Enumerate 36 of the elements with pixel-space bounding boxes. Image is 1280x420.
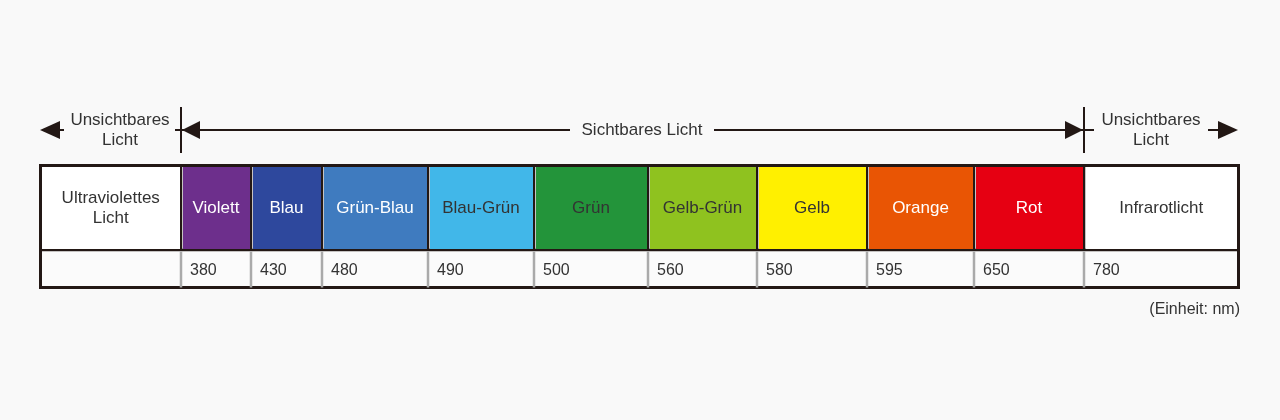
unit-note: (Einheit: nm)	[1148, 299, 1240, 319]
spectrum-band	[975, 167, 1083, 249]
band-label: Orange	[892, 198, 949, 218]
wavelength-value: 480	[331, 260, 359, 280]
wavelength-value: 780	[1093, 260, 1121, 280]
spectrum-band	[182, 167, 250, 249]
band-label: Violett	[192, 198, 240, 218]
band-label: Gelb-Grün	[662, 198, 743, 218]
spectrum-band	[758, 167, 866, 249]
range-label: Unsichtbares Licht	[1100, 110, 1202, 150]
spectrum-band	[323, 167, 427, 249]
spectrum-band	[535, 167, 647, 249]
band-label: Blau-Grün	[442, 198, 520, 218]
wavelength-value: 430	[260, 260, 288, 280]
range-label: Unsichtbares Licht	[69, 110, 171, 150]
wavelength-value: 560	[657, 260, 685, 280]
band-label: Rot	[1015, 198, 1043, 218]
spectrum-band	[252, 167, 321, 249]
band-label: Grün	[572, 198, 610, 218]
wavelength-value: 580	[766, 260, 794, 280]
band-label: Grün-Blau	[336, 198, 414, 218]
band-label: Blau	[269, 198, 304, 218]
wavelength-value: 595	[876, 260, 904, 280]
spectrum-band	[1085, 167, 1237, 249]
spectrum-band	[649, 167, 756, 249]
wavelength-value: 500	[543, 260, 571, 280]
range-label: Sichtbares Licht	[580, 120, 704, 140]
wavelength-value: 650	[983, 260, 1011, 280]
spectrum-band	[868, 167, 973, 249]
wavelength-value: 380	[190, 260, 218, 280]
spectrum-band	[429, 167, 533, 249]
band-label: Ultraviolettes Licht	[60, 188, 161, 228]
band-label: Infrarotlicht	[1119, 198, 1204, 218]
band-label: Gelb	[794, 198, 830, 218]
spectrum-band	[42, 167, 180, 249]
wavelength-value: 490	[437, 260, 465, 280]
